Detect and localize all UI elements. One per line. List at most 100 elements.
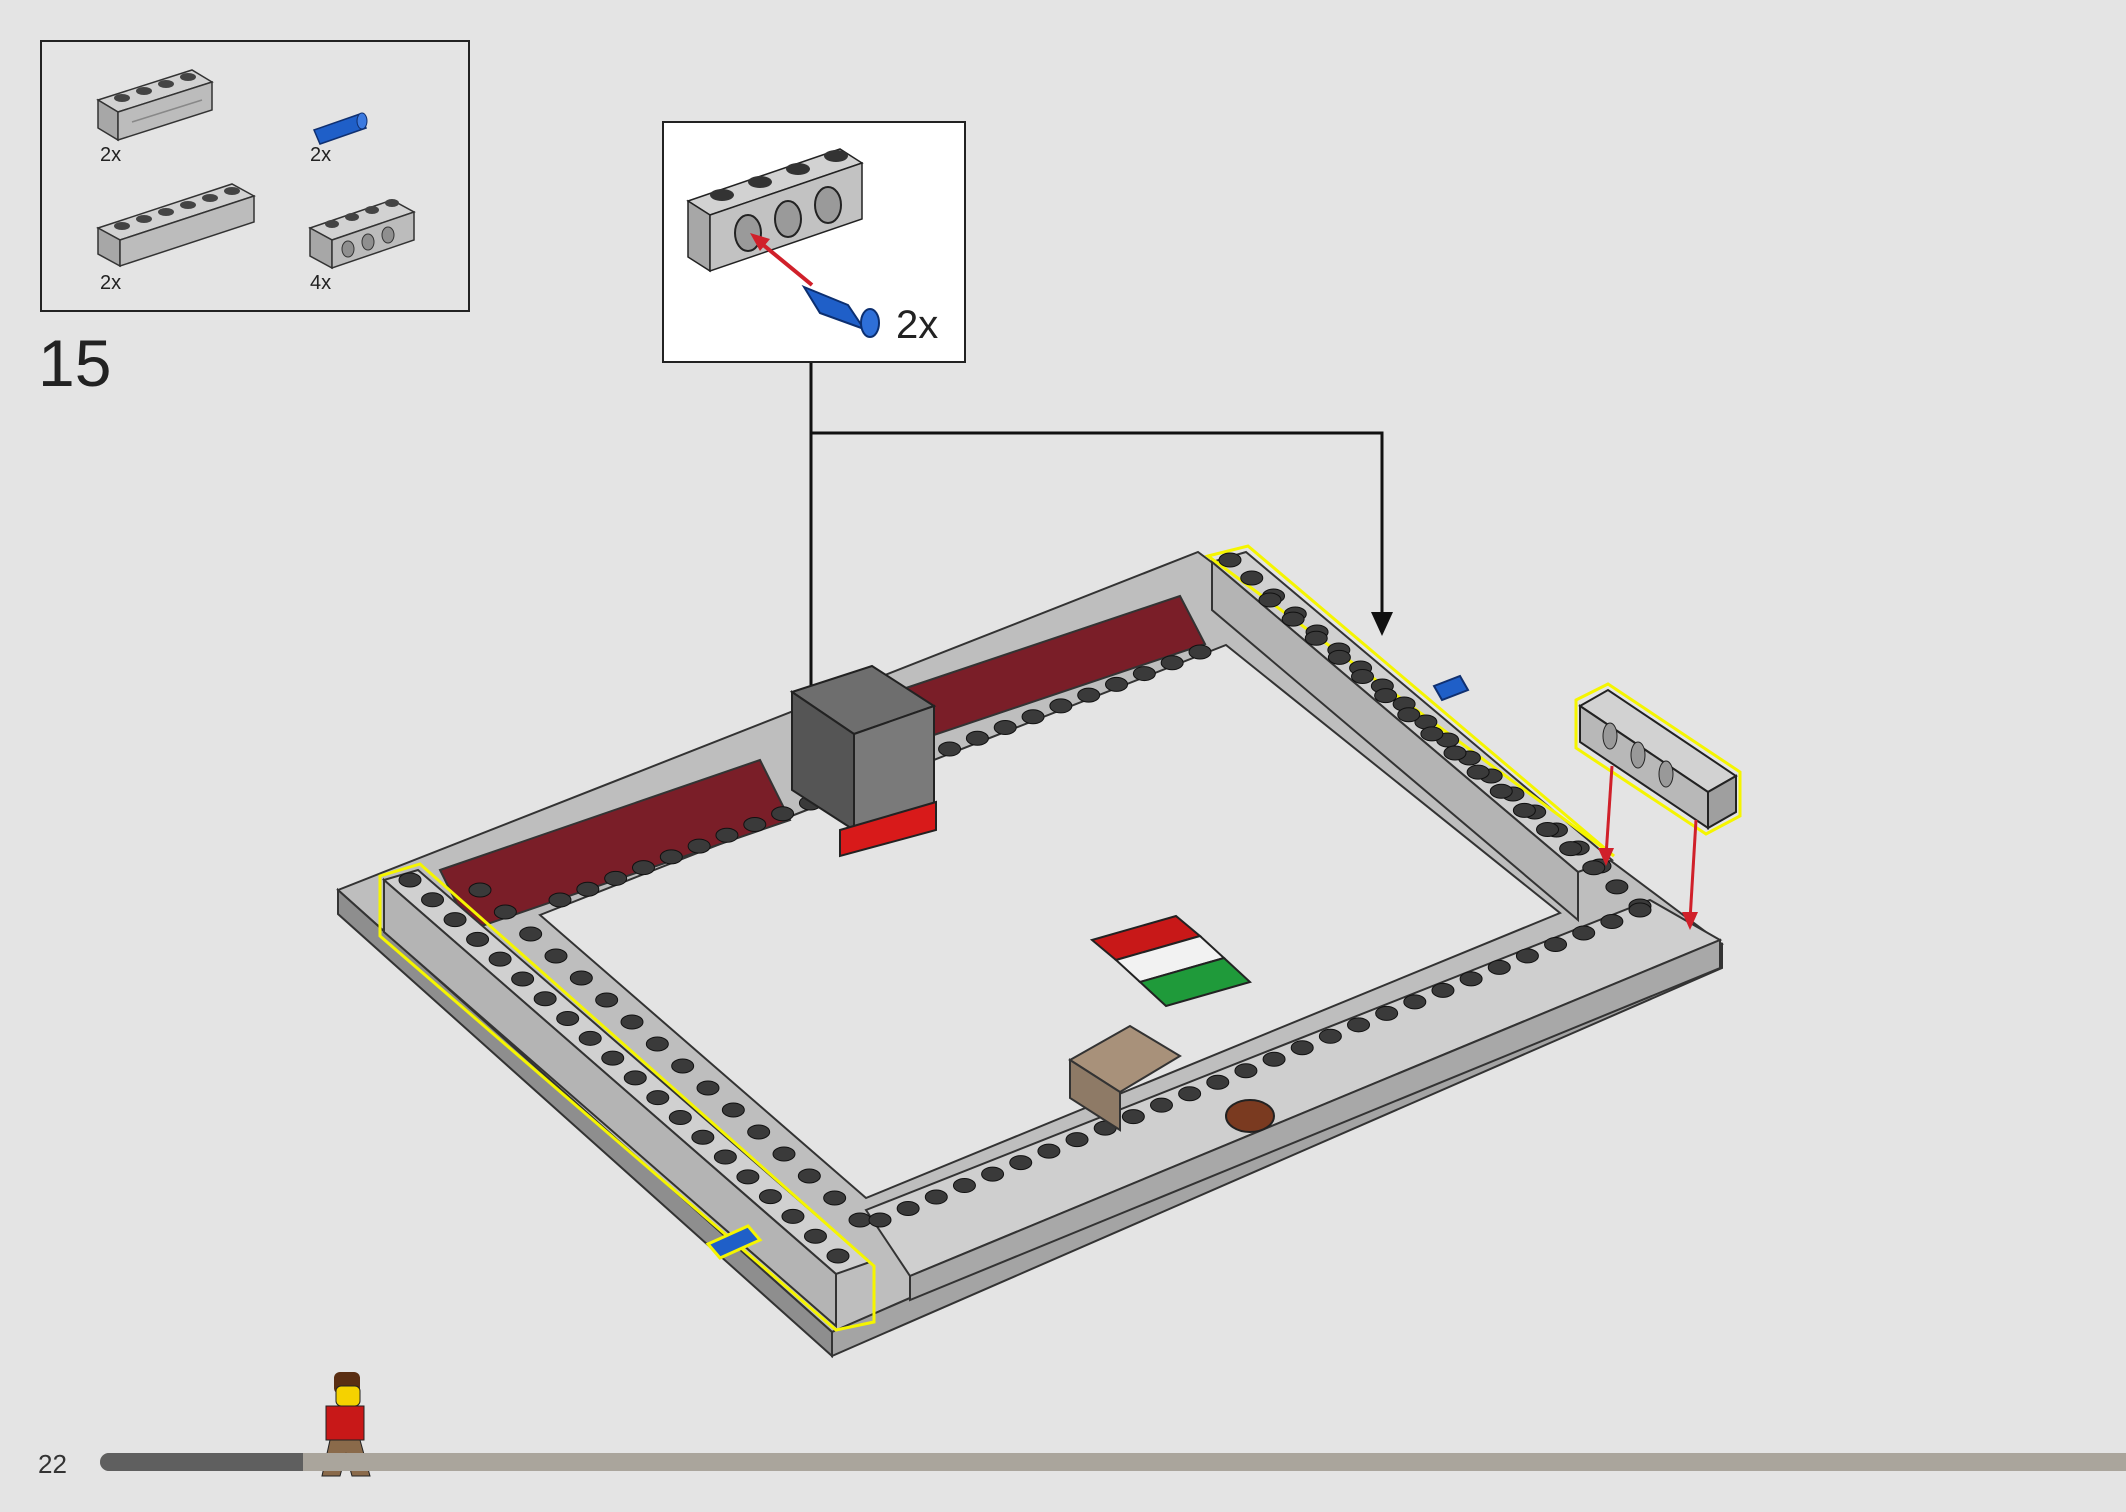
stud — [1178, 1086, 1202, 1102]
stud — [1397, 707, 1421, 723]
step-number: 15 — [38, 326, 112, 400]
brown-roll — [1225, 1099, 1275, 1133]
stud — [1305, 624, 1329, 640]
stud — [1536, 822, 1559, 837]
stud — [1588, 858, 1612, 874]
stud — [466, 931, 490, 947]
stud — [826, 784, 850, 800]
progress-bar-fill — [100, 1453, 303, 1471]
stud — [747, 1124, 771, 1140]
stud — [548, 892, 572, 908]
stud — [569, 970, 593, 986]
stud — [696, 1080, 720, 1096]
parts-list-callout: 2x 2x 2x 4x — [40, 40, 470, 312]
stud — [715, 827, 739, 843]
stud — [1501, 786, 1525, 802]
dark-gray-pillar — [789, 664, 937, 858]
stud — [910, 752, 934, 768]
stud — [896, 1201, 920, 1217]
part-qty-label: 2x — [100, 144, 122, 166]
callout-pointer-lines — [800, 363, 1393, 1214]
stud — [1566, 840, 1590, 856]
part-qty-label: 2x — [100, 272, 122, 294]
stud — [1431, 982, 1455, 998]
stud — [803, 1228, 827, 1244]
stud — [981, 1166, 1005, 1182]
stud — [687, 838, 711, 854]
stud — [1262, 588, 1286, 604]
stud — [1600, 913, 1624, 929]
stud — [668, 1109, 692, 1125]
stud — [1628, 898, 1652, 914]
stud — [924, 1189, 948, 1205]
stud — [1559, 841, 1583, 857]
stud — [1009, 1155, 1033, 1171]
stud — [519, 926, 543, 942]
stud — [1457, 750, 1481, 766]
stud — [1374, 688, 1398, 704]
stud — [993, 719, 1017, 735]
stud — [1489, 783, 1513, 799]
stud — [1392, 696, 1416, 712]
stud — [848, 1212, 872, 1228]
parts-illustrations — [96, 69, 416, 270]
stud — [398, 872, 422, 888]
stud — [1218, 552, 1242, 568]
stud — [1544, 822, 1568, 838]
stud — [1487, 959, 1511, 975]
stud — [595, 992, 619, 1008]
flag-tiles — [1089, 914, 1252, 1008]
stud — [826, 1248, 850, 1264]
stud — [952, 1178, 976, 1194]
stud — [1347, 1017, 1371, 1033]
stud — [468, 882, 492, 898]
stud — [488, 951, 512, 967]
stud — [1188, 644, 1212, 660]
part-technic-brick-icon — [308, 199, 416, 270]
stud — [743, 817, 767, 833]
stud — [1572, 925, 1596, 941]
stud — [1206, 1074, 1230, 1090]
page-number: 22 — [38, 1449, 67, 1479]
crates — [1068, 1024, 1182, 1132]
stud — [1318, 1028, 1342, 1044]
stud — [671, 1058, 695, 1074]
stud — [1351, 669, 1374, 684]
placement-arrows — [1598, 765, 1698, 930]
right-wall-bricks — [1204, 544, 1615, 923]
stud — [631, 860, 655, 876]
stud — [623, 1070, 647, 1086]
stud — [798, 795, 822, 811]
stud — [882, 763, 906, 779]
stud — [604, 870, 628, 886]
stud — [1121, 1109, 1145, 1125]
stud — [646, 1090, 670, 1106]
dark-red-tiles — [438, 594, 1207, 932]
stud — [1420, 726, 1444, 742]
stud — [772, 1146, 796, 1162]
stud — [1523, 804, 1547, 820]
stud — [1077, 687, 1101, 703]
stud — [645, 1036, 669, 1052]
stud — [620, 1014, 644, 1030]
stud — [1240, 570, 1264, 586]
stud — [511, 971, 535, 987]
stud — [1512, 802, 1536, 818]
stud — [758, 1189, 782, 1205]
stud — [1021, 709, 1045, 725]
stud — [965, 730, 989, 746]
stud — [1370, 678, 1394, 694]
stud — [938, 741, 962, 757]
stud — [1459, 971, 1483, 987]
part-qty-label: 2x — [310, 144, 332, 166]
stud — [421, 892, 445, 908]
blue-pins — [705, 674, 1470, 1260]
front-wall-bricks — [864, 898, 1723, 1302]
stud — [601, 1050, 625, 1066]
stud — [691, 1129, 715, 1145]
stud — [721, 1102, 745, 1118]
stud — [1414, 714, 1438, 730]
sub-assembly-qty: 2x — [896, 303, 939, 347]
stud — [1349, 660, 1373, 676]
stud — [1258, 592, 1282, 608]
